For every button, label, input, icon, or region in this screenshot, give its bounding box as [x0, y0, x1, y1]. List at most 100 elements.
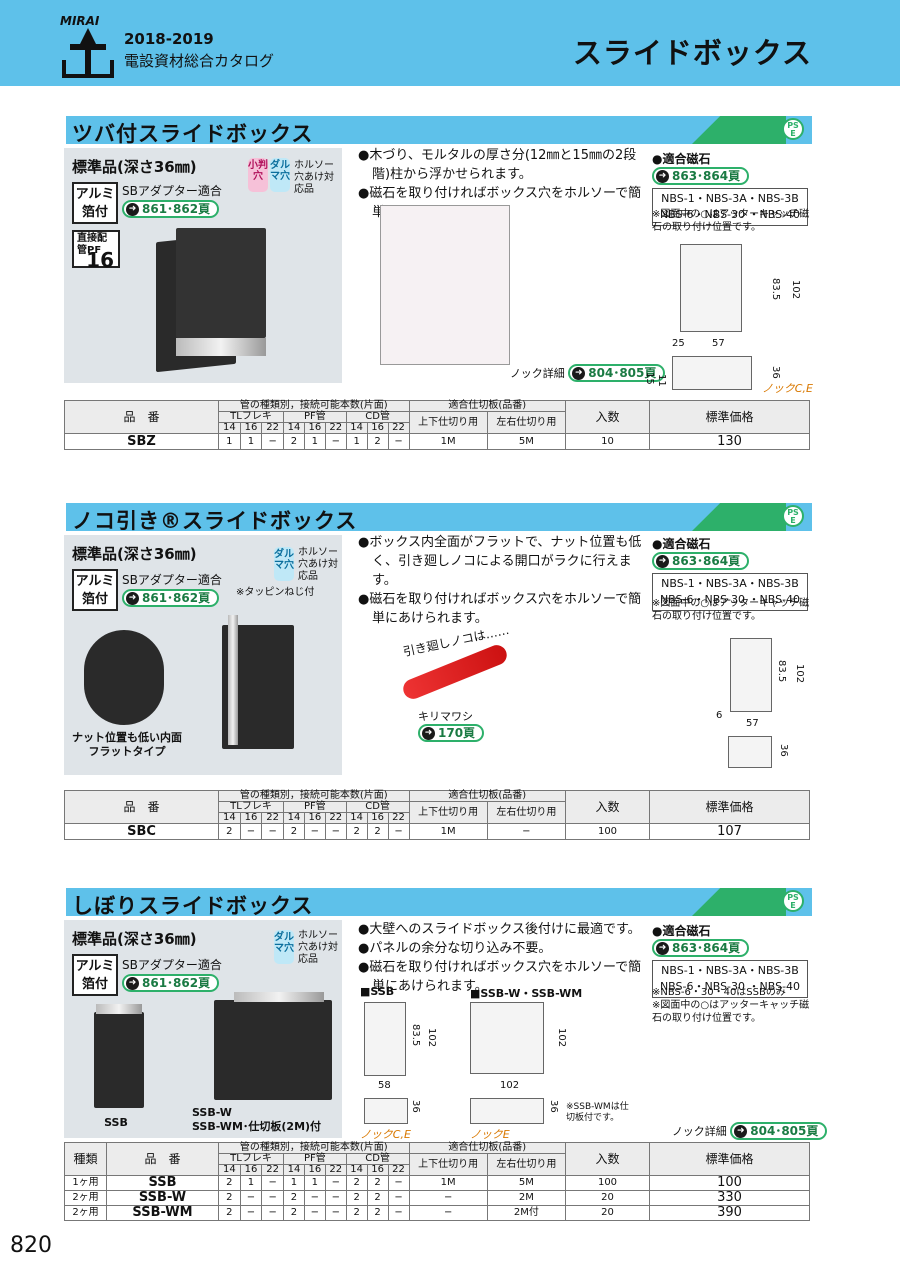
alu-foil-badge: アルミ箔付	[72, 954, 118, 996]
cell: 2	[218, 823, 241, 840]
daruma-hole-tag: ダルマ穴	[274, 930, 294, 964]
holesaw-text: ホルソー穴あけ対応品	[294, 160, 334, 195]
knock-ref-text: 804･805頁	[588, 366, 657, 380]
cell-price: 107	[649, 823, 810, 840]
page-number: 820	[10, 1233, 52, 1258]
th-size: 14	[218, 1164, 241, 1176]
th-size: 22	[324, 812, 347, 824]
sb-ref[interactable]: ➜861･862頁	[122, 198, 220, 218]
cell: 2	[218, 1205, 241, 1221]
th-lr: 左右仕切り用	[486, 801, 567, 824]
cell: 1M	[408, 433, 488, 450]
sb-ref-text: 861･862頁	[142, 976, 211, 990]
th-size: 22	[324, 422, 347, 434]
section-1-title-bar: ツバ付スライドボックス PS E	[66, 116, 812, 146]
standard-label: 標準品(深さ36㎜)	[72, 930, 197, 948]
th-size: 22	[387, 1164, 410, 1176]
cell: 2	[366, 1205, 389, 1221]
spec-table-3: 種類品 番管の種類別，接続可能本数(片面)適合仕切板(品番)入数標準価格 TLフ…	[64, 1142, 810, 1221]
daruma-hole-tag: ダルマ穴	[274, 547, 294, 581]
cell: 2	[366, 433, 389, 450]
section-1-title: ツバ付スライドボックス	[72, 122, 314, 146]
dim-label: 36	[410, 1100, 421, 1113]
title-accent	[692, 503, 786, 531]
section-3-title: しぼりスライドボックス	[72, 894, 314, 918]
th-qty: 入数	[565, 1142, 650, 1176]
th-lr: 左右仕切り用	[486, 411, 567, 434]
cell: 2	[345, 823, 368, 840]
alu-line-2: 箔付	[81, 592, 108, 607]
kiri-ref[interactable]: ➜170頁	[418, 722, 485, 742]
alu-plate-image	[234, 992, 324, 1002]
th-pf: PF管	[283, 1153, 347, 1165]
alu-plate-image	[176, 338, 266, 356]
magnet-ref: 863･864頁	[672, 941, 741, 955]
cell: 2	[283, 823, 305, 840]
th-size: 16	[366, 1164, 389, 1176]
magnet-note-2: ※NBS-6・30・40はSSBのみ	[652, 987, 786, 998]
cell: −	[324, 1175, 347, 1191]
th-size: 14	[218, 812, 241, 824]
alu-plate-image	[228, 615, 238, 745]
th-pf: PF管	[283, 411, 347, 423]
th-tl: TLフレキ	[218, 411, 284, 423]
section-3-title-bar: しぼりスライドボックス PS E	[66, 888, 812, 918]
title-accent	[692, 116, 786, 144]
knock-detail-label: ノック詳細 ➜804･805頁	[672, 1122, 828, 1140]
th-price: 標準価格	[649, 790, 810, 824]
pse-mark-icon: PS E	[782, 505, 804, 527]
draw-ssbw-label: ■SSB-W・SSB-WM	[470, 987, 583, 1000]
draw-ssb-label: ■SSB	[360, 985, 395, 998]
magnet-line: NBS-1・NBS-3A・NBS-3B	[661, 964, 799, 977]
th-size: 22	[387, 812, 410, 824]
ssb-label: SSB	[104, 1116, 128, 1129]
dim-label: 36	[548, 1100, 559, 1113]
cell: −	[387, 1190, 410, 1206]
magnet-line: NBS-1・NBS-3A・NBS-3B	[661, 192, 799, 205]
kirimawashi-label: キリマワシ	[418, 710, 473, 723]
sb-ref[interactable]: ➜861･862頁	[122, 972, 220, 992]
alu-line-2: 箔付	[81, 977, 108, 992]
section-3-product-panel: 標準品(深さ36㎜) アルミ箔付 SBアダプター適合 ➜861･862頁 ダルマ…	[64, 920, 342, 1138]
th-size: 14	[345, 812, 368, 824]
cell: −	[408, 1205, 488, 1221]
section-2-product-panel: 標準品(深さ36㎜) アルミ箔付 SBアダプター適合 ➜861･862頁 ダルマ…	[64, 535, 342, 775]
sb-ref[interactable]: ➜861･862頁	[122, 587, 220, 607]
th-price: 標準価格	[649, 1142, 810, 1176]
cell: 10	[565, 433, 650, 450]
cell-price: 330	[649, 1190, 810, 1206]
cell: 20	[565, 1205, 650, 1221]
alu-plate-image	[96, 1004, 142, 1014]
cell: −	[324, 823, 347, 840]
magnet-head: ●適合磁石	[652, 152, 711, 166]
cell: 2	[345, 1205, 368, 1221]
cell-price: 100	[649, 1175, 810, 1191]
ssb-photo-image	[94, 1012, 144, 1108]
cell: 2	[283, 433, 305, 450]
sb-ref-text: 861･862頁	[142, 591, 211, 605]
cell-name: SSB-W	[106, 1190, 219, 1206]
th-pf: PF管	[283, 801, 347, 813]
cell: 2	[366, 1190, 389, 1206]
th-ud: 上下仕切り用	[408, 1153, 488, 1176]
front-drawing	[730, 638, 772, 712]
cell: −	[387, 1175, 410, 1191]
dim-label: 58	[378, 1080, 391, 1091]
cell: 1M	[408, 823, 488, 840]
cell-price: 130	[649, 433, 810, 450]
section-2-bullets: ●ボックス内全面がフラットで、ナット位置も低く、引き廻しノコによる開口がラクに行…	[358, 533, 650, 628]
th-partition: 適合仕切板(品番)	[408, 400, 567, 412]
knock-detail-label: ノック詳細 ➜804･805頁	[510, 364, 666, 382]
brand-name: MIRAI	[60, 14, 100, 28]
cell: 2	[366, 823, 389, 840]
dim-label: 102	[556, 1028, 567, 1048]
ssbw-label: SSB-W SSB-WM･仕切板(2M)付	[192, 1106, 322, 1133]
knock-label: ノックC,E	[360, 1128, 411, 1141]
dim-label: 36	[770, 366, 781, 379]
cell-type: 1ヶ用	[64, 1175, 107, 1191]
title-accent	[692, 888, 786, 916]
th-product: 品 番	[106, 1142, 219, 1176]
inside-photo-image	[84, 630, 164, 725]
